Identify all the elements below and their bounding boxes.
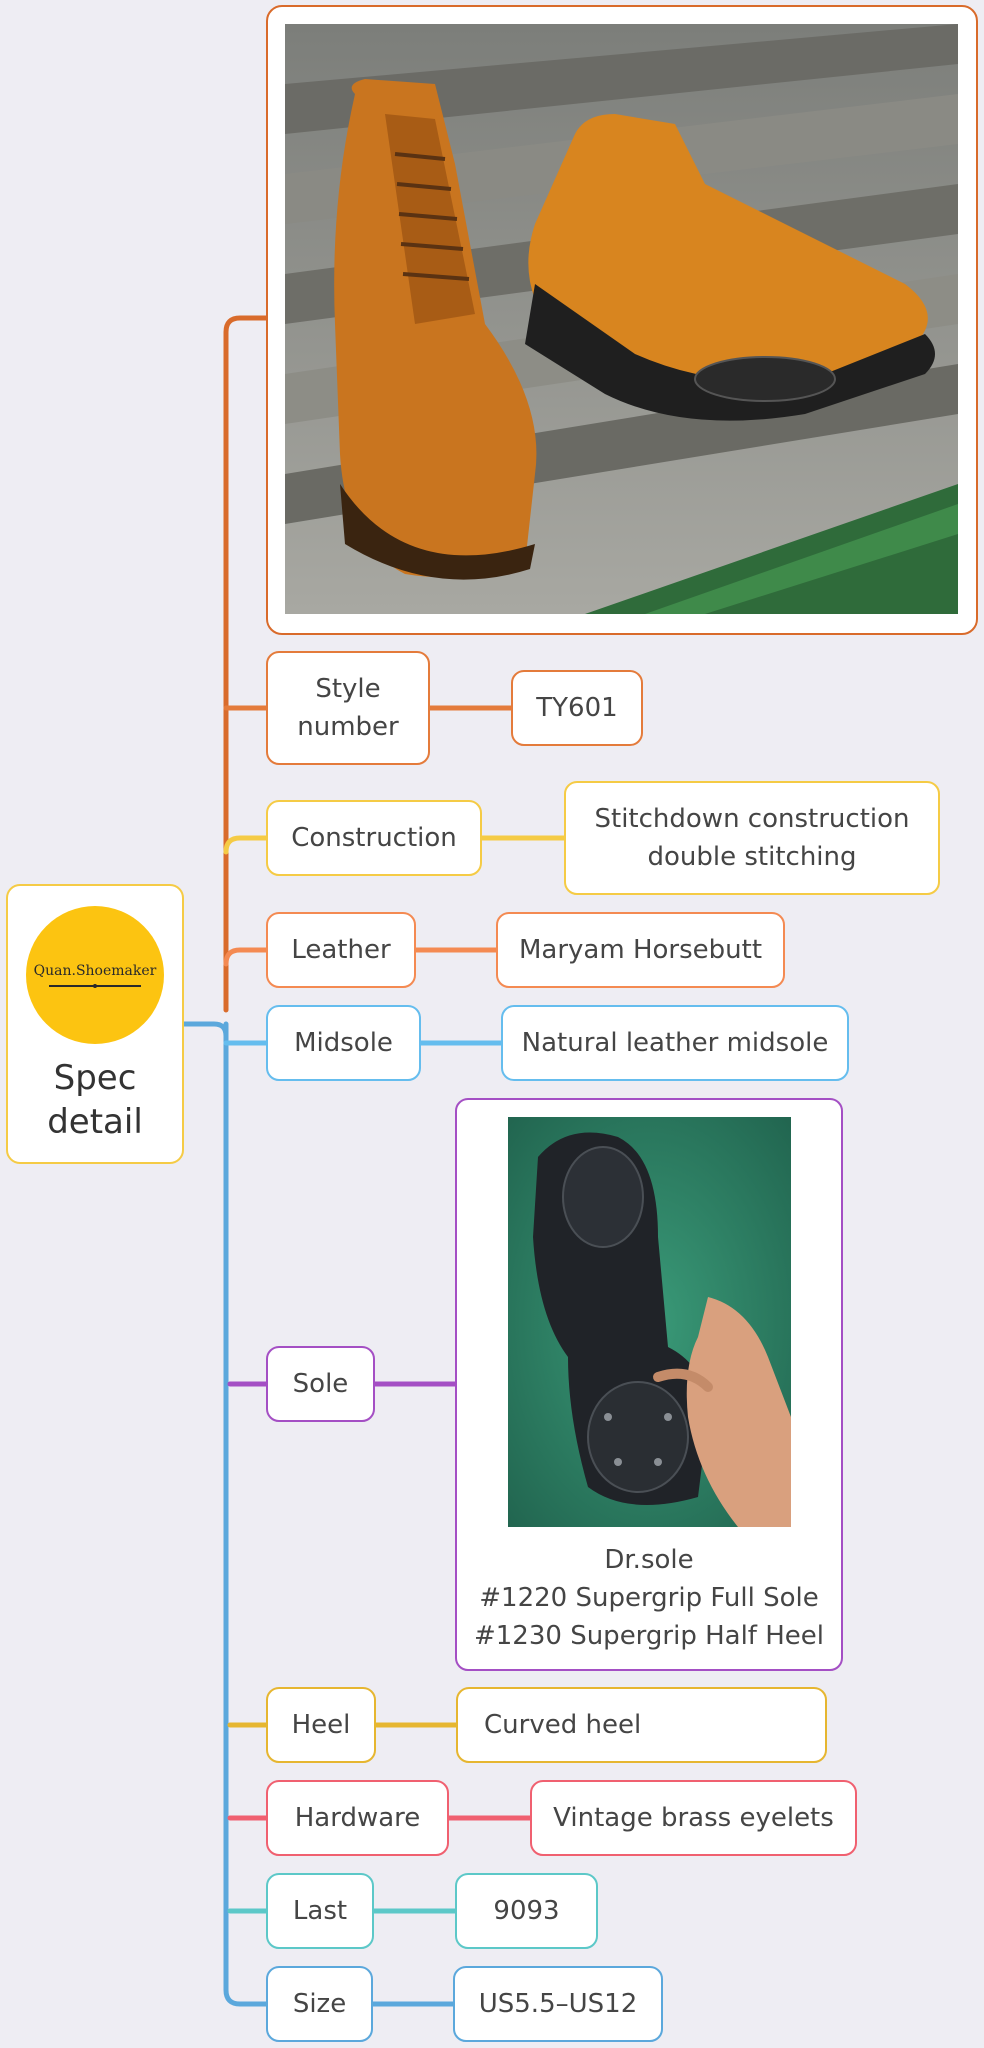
sole-value-node: Dr.sole #1220 Supergrip Full Sole #1230 … xyxy=(455,1098,843,1671)
size-label: Size xyxy=(266,1966,373,2042)
logo-rule xyxy=(49,984,141,988)
leather-label: Leather xyxy=(266,912,416,988)
hardware-label: Hardware xyxy=(266,1780,449,1856)
leather-value: Maryam Horsebutt xyxy=(496,912,785,988)
sole-caption: Dr.sole #1220 Supergrip Full Sole #1230 … xyxy=(473,1545,824,1651)
construction-label: Construction xyxy=(266,800,482,876)
brand-logo: Quan.Shoemaker xyxy=(26,906,164,1044)
hardware-value: Vintage brass eyelets xyxy=(530,1780,857,1856)
sole-label: Sole xyxy=(266,1346,375,1422)
boots-photo xyxy=(285,24,958,614)
heel-label: Heel xyxy=(266,1687,376,1763)
heel-value: Curved heel xyxy=(456,1687,827,1763)
root-node: Quan.Shoemaker Spec detail xyxy=(6,884,184,1164)
root-label: Spec detail xyxy=(47,1058,143,1142)
midsole-label: Midsole xyxy=(266,1005,421,1081)
logo-text: Quan.Shoemaker xyxy=(33,963,157,980)
construction-value: Stitchdown construction double stitching xyxy=(564,781,940,895)
size-value: US5.5–US12 xyxy=(453,1966,663,2042)
boots-photo-node xyxy=(266,5,978,635)
sole-photo xyxy=(507,1117,791,1527)
last-label: Last xyxy=(266,1873,374,1949)
last-value: 9093 xyxy=(455,1873,598,1949)
style-number-value: TY601 xyxy=(511,670,643,746)
style-number-label: Style number xyxy=(266,651,430,765)
midsole-value: Natural leather midsole xyxy=(501,1005,849,1081)
